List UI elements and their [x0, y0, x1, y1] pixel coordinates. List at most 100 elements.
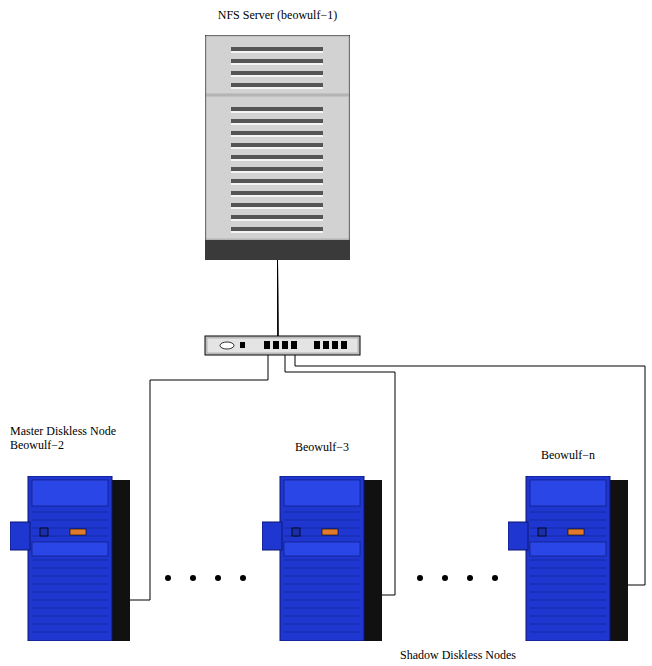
server-vent-highlight: [231, 63, 323, 65]
tower-ridge: [284, 560, 360, 561]
tower-ridge: [530, 624, 606, 625]
tower-ridge: [32, 632, 108, 633]
tower-bay: [530, 542, 606, 556]
network-cable: [278, 260, 646, 585]
server-vent-highlight: [231, 111, 323, 113]
tower-node: Beowulf−n: [508, 448, 628, 641]
node-label: Beowulf−3: [262, 440, 382, 454]
tower-ridge: [32, 560, 108, 561]
tower-ridge: [530, 560, 606, 561]
tower-ridge: [284, 600, 360, 601]
tower-ridge: [284, 568, 360, 569]
tower-ridge: [284, 592, 360, 593]
server-vent-highlight: [231, 87, 323, 89]
server-vent-slot: [231, 107, 323, 111]
server-top-panel: [206, 36, 349, 94]
tower-front: [28, 476, 112, 641]
server-vent-slot: [231, 167, 323, 171]
tower-ridge: [530, 520, 606, 521]
tower-ridge: [284, 624, 360, 625]
switch-face: [207, 338, 358, 353]
tower-ridge: [32, 576, 108, 577]
server-vent-highlight: [231, 231, 323, 233]
tower-top-bay: [32, 480, 108, 506]
tower-ridge: [530, 592, 606, 593]
tower-led-bar: [322, 529, 338, 535]
server-vent-slot: [231, 47, 323, 51]
tower-front: [280, 476, 364, 641]
tower-ridge: [284, 512, 360, 513]
server-vent-highlight: [231, 207, 323, 209]
tower-bay: [284, 542, 360, 556]
tower-drive-bay: [508, 522, 528, 550]
tower-ridge: [284, 616, 360, 617]
tower-ridge: [32, 608, 108, 609]
server-vent-highlight: [231, 183, 323, 185]
tower-button: [40, 528, 48, 536]
server-vent-highlight: [231, 147, 323, 149]
server-vent-highlight: [231, 219, 323, 221]
server-vent-slot: [231, 215, 323, 219]
tower-top-bay: [284, 480, 360, 506]
server-bay-panel: [206, 96, 349, 239]
switch-body: [205, 336, 360, 355]
tower-ridge: [530, 512, 606, 513]
tower-led-bar: [70, 529, 86, 535]
tower-ridge: [32, 600, 108, 601]
tower-ridge: [32, 568, 108, 569]
switch-led: [240, 342, 245, 348]
tower-drive-bay: [10, 522, 30, 550]
tower-ridge: [32, 592, 108, 593]
tower-illustration: [508, 476, 628, 641]
tower-ridge: [530, 616, 606, 617]
server-vent-slot: [231, 155, 323, 159]
node-label: Beowulf−n: [508, 448, 628, 462]
server-vent-highlight: [231, 135, 323, 137]
server-vent-slot: [231, 59, 323, 63]
server-base: [205, 240, 350, 260]
switch-console-port: [220, 342, 234, 349]
tower-ridge: [32, 584, 108, 585]
network-cable: [130, 260, 278, 600]
server-vent-slot: [231, 143, 323, 147]
tower-ridge: [530, 600, 606, 601]
server-vent-slot: [231, 119, 323, 123]
group-label: Shadow Diskless Nodes: [400, 648, 516, 662]
tower-ridge: [530, 584, 606, 585]
switch-ports: [264, 341, 347, 349]
server-vent-slot: [231, 179, 323, 183]
server-vent-highlight: [231, 159, 323, 161]
tower-ridge: [530, 568, 606, 569]
server-node: NFS Server (beowulf−1): [190, 8, 365, 260]
tower-bay: [32, 542, 108, 556]
server-case: [205, 35, 350, 260]
server-vent-highlight: [231, 123, 323, 125]
tower-side: [110, 480, 130, 641]
server-vent-slot: [231, 203, 323, 207]
tower-node: Beowulf−3: [262, 440, 382, 641]
tower-led-bar: [568, 529, 584, 535]
server-vent-slot: [231, 227, 323, 231]
tower-top-bay: [530, 480, 606, 506]
tower-ridge: [530, 608, 606, 609]
node-label: Master Diskless Node Beowulf−2: [10, 424, 130, 452]
tower-side: [608, 480, 628, 641]
server-vent-slot: [231, 71, 323, 75]
tower-ridge: [530, 576, 606, 577]
server-vent-slot: [231, 131, 323, 135]
tower-ridge: [32, 512, 108, 513]
tower-ridge: [284, 584, 360, 585]
tower-ridge: [284, 608, 360, 609]
tower-ridge: [284, 520, 360, 521]
server-illustration: [205, 35, 350, 260]
tower-ridge: [530, 632, 606, 633]
network-switch: [205, 336, 360, 355]
tower-drive-bay: [262, 522, 282, 550]
tower-side: [362, 480, 382, 641]
tower-button: [538, 528, 546, 536]
server-vent-highlight: [231, 75, 323, 77]
tower-ridge: [284, 632, 360, 633]
server-vent-highlight: [231, 195, 323, 197]
tower-button: [292, 528, 300, 536]
server-vent-slot: [231, 191, 323, 195]
